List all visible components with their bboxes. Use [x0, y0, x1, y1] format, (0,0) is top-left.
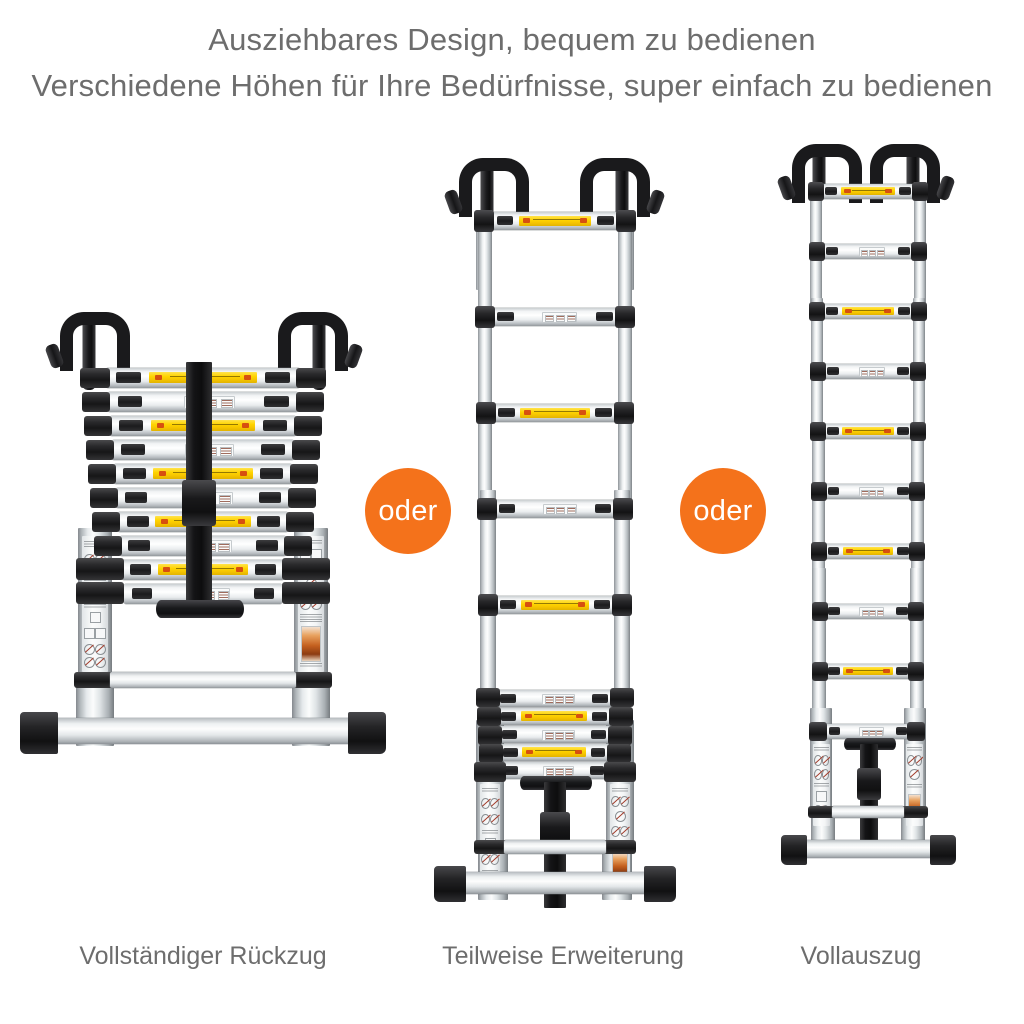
base-crossbar [832, 806, 904, 818]
base-crossbar [504, 840, 606, 854]
collar-left-base [808, 806, 836, 818]
collar-left-base [474, 840, 508, 854]
safety-sticker-right [610, 784, 630, 884]
safety-sticker-left [82, 536, 108, 672]
rung-yellow [822, 424, 914, 439]
oder-label: oder [693, 494, 753, 527]
rung-collar-right [616, 210, 636, 232]
rung-yellow [490, 212, 620, 230]
foot-cap-right [644, 866, 676, 902]
rung-yellow [824, 664, 912, 679]
headline-line-1: Ausziehbares Design, bequem zu bedienen [208, 22, 816, 57]
caption-collapsed: Vollständiger Rückzug [79, 942, 327, 970]
foot-cap-right [348, 712, 386, 754]
caption-extended: Vollauszug [800, 942, 922, 970]
foot-cap-left [781, 835, 807, 865]
stabilizer-bar [792, 840, 944, 858]
rung-plain [825, 724, 911, 739]
rail-right-seg-2 [618, 210, 632, 510]
rail-left-seg-3 [812, 428, 825, 578]
j-hook-left-icon [443, 158, 529, 220]
rail-left-seg-2 [478, 210, 492, 510]
strap-buckle [857, 768, 881, 800]
rung-plain [493, 500, 617, 518]
foot-cap-left [434, 866, 466, 902]
headline-line-2: Verschiedene Höhen für Ihre Bedürfnisse,… [31, 68, 993, 103]
base-crossbar [110, 672, 296, 688]
rung-yellow [495, 708, 613, 725]
rung-collar-right [612, 594, 632, 616]
collar-right-base [900, 806, 928, 818]
rung-collar-right [613, 498, 633, 520]
strap-buckle [182, 480, 216, 526]
caption-partial: Teilweise Erweiterung [442, 942, 684, 970]
rail-right-seg-3 [911, 428, 924, 578]
rung-collar-right [614, 402, 634, 424]
product-image-partial-ladder [432, 150, 678, 908]
safety-sticker-right [298, 536, 324, 672]
collar-right-base [602, 840, 636, 854]
stabilizer-bar [36, 718, 370, 744]
rung-plain [821, 244, 915, 259]
strap-foot [156, 600, 244, 618]
rung-plain [498, 762, 610, 779]
rung-collar-right [615, 306, 635, 328]
product-image-extended-ladder [776, 138, 960, 900]
safety-sticker-left [480, 784, 500, 884]
rung-plain [824, 604, 912, 619]
foot-cap-left [20, 712, 58, 754]
oder-connector-badge-1: oder [365, 468, 451, 554]
rail-left-seg-4 [812, 568, 826, 718]
collar-left-base [74, 672, 116, 688]
rung-plain [822, 364, 914, 379]
rung-collar-left [476, 402, 496, 424]
rung-yellow [494, 596, 616, 614]
rung-yellow [492, 404, 618, 422]
rung-plain [494, 690, 614, 707]
oder-connector-badge-2: oder [680, 468, 766, 554]
safety-sticker-left [813, 744, 830, 826]
rung-collar-left [477, 498, 497, 520]
rung-yellow [823, 544, 913, 559]
rung-collar-left [474, 210, 494, 232]
rung-yellow [821, 304, 915, 319]
oder-label: oder [378, 494, 438, 527]
collar-right-base [290, 672, 332, 688]
rung-yellow [497, 744, 611, 761]
j-hook-right-icon [580, 158, 666, 220]
product-image-collapsed-ladder [18, 300, 388, 790]
rung-collar-left [478, 594, 498, 616]
rung-plain [823, 484, 913, 499]
foot-cap-right [930, 835, 956, 865]
rung-plain [491, 308, 619, 326]
rung-collar-left [475, 306, 495, 328]
stabilizer-bar [448, 872, 662, 894]
j-hook-right-icon [278, 312, 364, 390]
rung-plain [496, 726, 612, 743]
rail-right-seg-4 [910, 568, 924, 718]
rung-yellow [820, 184, 916, 199]
